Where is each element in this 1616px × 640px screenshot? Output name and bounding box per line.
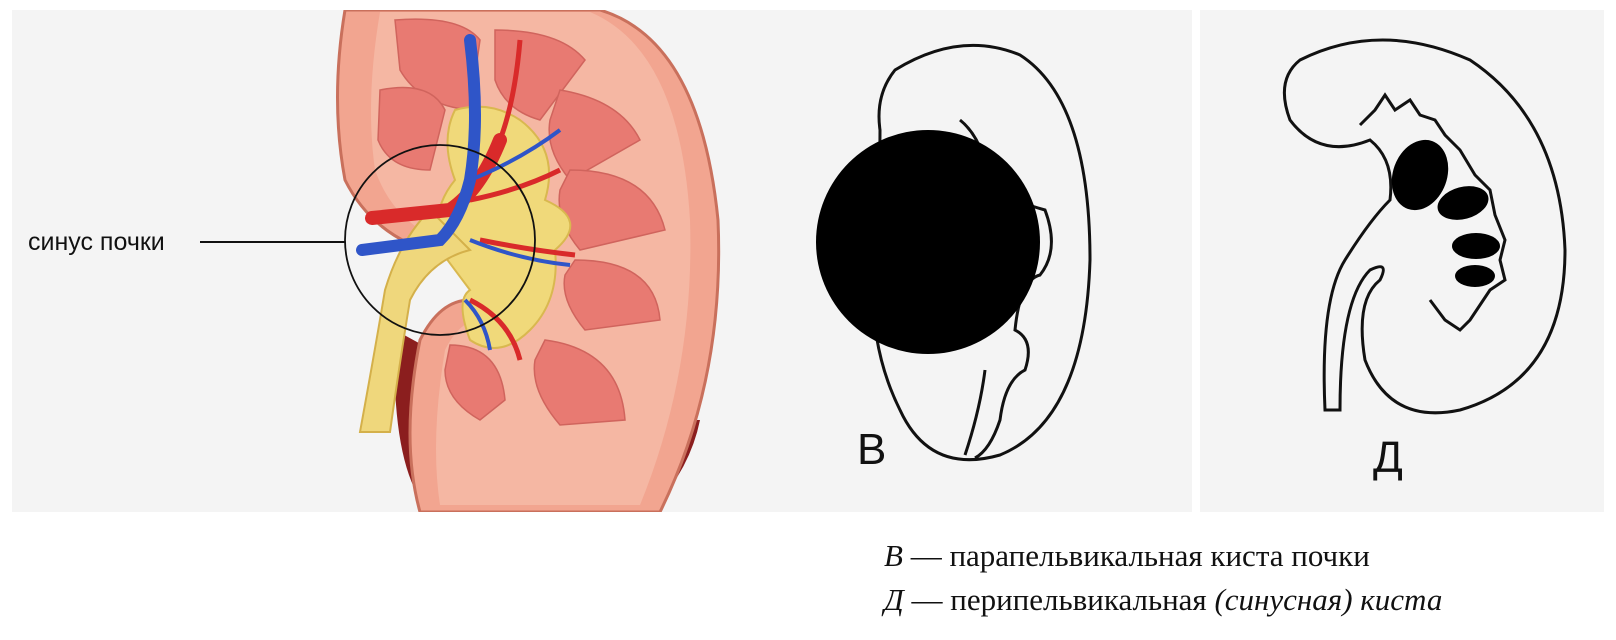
sinus-cyst — [1455, 265, 1495, 287]
panel-d-background — [1200, 10, 1604, 512]
pyramid — [444, 344, 506, 421]
caption-d-text: перипельвикальная — [950, 582, 1215, 617]
panel-b-letter: В — [857, 425, 887, 474]
panel-d-letter: Д — [1373, 433, 1403, 482]
caption-d-letter: Д — [884, 582, 904, 617]
renal-artery — [365, 133, 507, 225]
renal-pyramids — [377, 18, 666, 426]
parapelvic-cyst — [816, 130, 1040, 354]
caption-b: В — парапельвикальная киста почки — [884, 538, 1370, 574]
artery-branch — [468, 39, 576, 361]
sinus-highlight-circle — [344, 144, 536, 336]
sinus-label: синус почки — [28, 228, 165, 256]
caption-b-text: парапельвикальная киста почки — [949, 538, 1370, 573]
kidney-diagram-d — [1282, 38, 1567, 415]
pyramid — [563, 259, 661, 331]
caption-b-dash: — — [902, 538, 950, 573]
vein-branch — [463, 128, 571, 351]
peripelvic-cysts — [1391, 139, 1500, 287]
sinus-cyst — [1452, 233, 1500, 259]
caption-b-letter: В — [884, 538, 903, 573]
collecting-system-d — [1358, 92, 1507, 332]
caption-d-dash: — — [903, 582, 951, 617]
sinus-cyst — [1391, 139, 1449, 211]
caption-d: Д — перипельвикальная (синусная) киста — [884, 582, 1442, 618]
kidney-outline-d — [1282, 38, 1567, 415]
pyramid — [377, 86, 446, 171]
pyramid — [558, 169, 666, 251]
ureter — [358, 208, 472, 433]
pyramid — [533, 339, 626, 426]
sinus-cyst — [1437, 186, 1489, 220]
caption-d-italic: (синусная) киста — [1214, 582, 1443, 617]
kidney-cross-section — [200, 10, 721, 512]
